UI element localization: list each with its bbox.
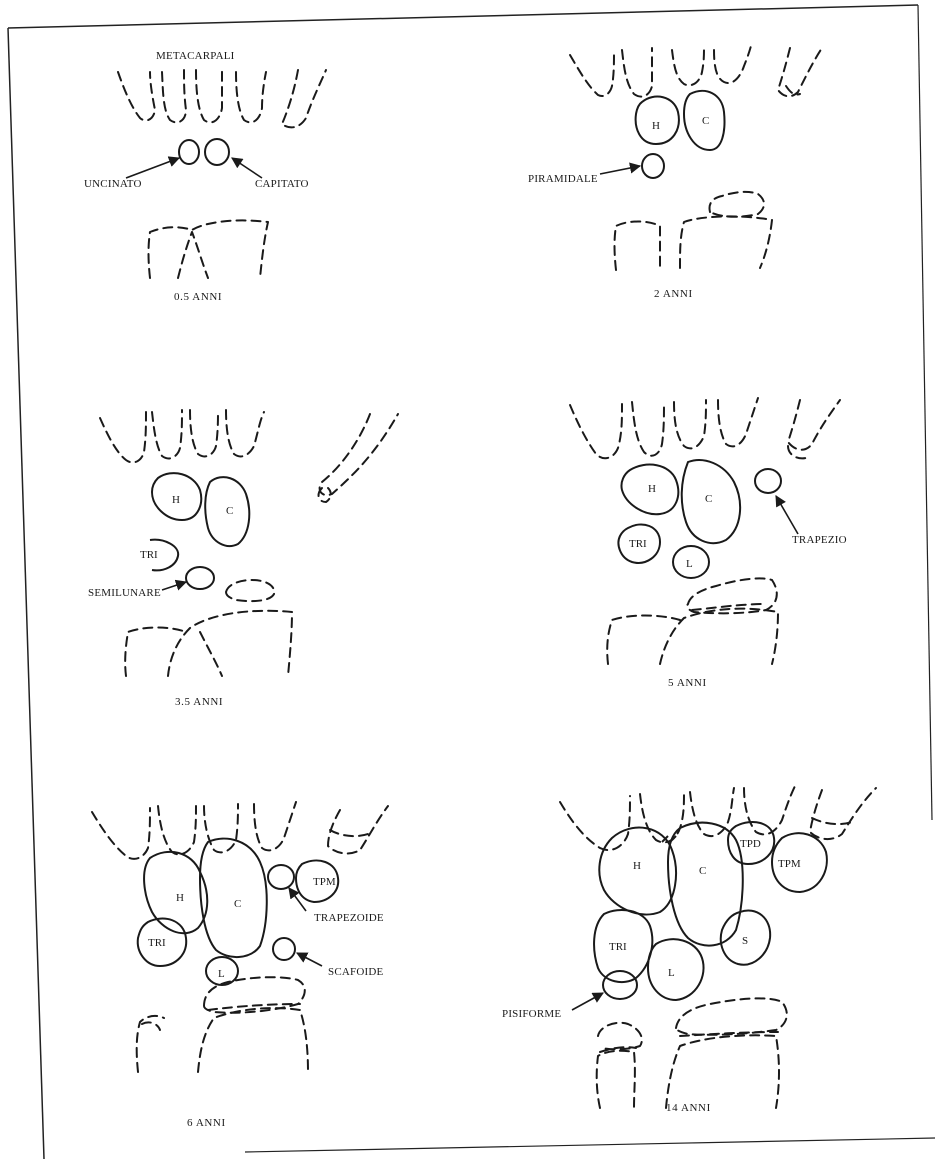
pisiforme-label: PISIFORME — [502, 1008, 561, 1020]
trapezoide-label: TRAPEZOIDE — [314, 912, 384, 924]
carpal-outlines — [594, 822, 827, 1000]
trapezio-arrow — [776, 496, 798, 534]
uncinato-label: UNCINATO — [84, 178, 142, 190]
scafoide-label: SCAFOIDE — [328, 966, 383, 978]
panel-caption-3-5: 3.5 ANNI — [175, 696, 223, 708]
panel-5-label-tri: TRI — [148, 937, 166, 949]
panel-6-years: H C TPM TRI L TRAPEZOIDE SCAFOIDE 6 ANNI — [92, 802, 388, 1129]
forearm-outlines — [597, 998, 787, 1108]
metacarpals-label: METACARPALI — [156, 50, 235, 62]
piramidale-label: PIRAMIDALE — [528, 173, 598, 185]
panel-5-label-c: C — [234, 898, 241, 910]
panel-5-label-l: L — [218, 968, 225, 980]
panel-6-label-l: L — [668, 967, 675, 979]
forearm-outlines — [137, 977, 308, 1072]
capitato-label: CAPITATO — [255, 178, 309, 190]
panel-6-label-tri: TRI — [609, 941, 627, 953]
forearm-outlines — [149, 220, 269, 278]
page-frame — [8, 5, 935, 1159]
panel-6-label-h: H — [633, 860, 641, 872]
metacarpal-outlines — [92, 802, 388, 859]
panel-3-label-h: H — [172, 494, 180, 506]
metacarpal-outlines — [570, 398, 840, 458]
panel-2-label-c: C — [702, 115, 709, 127]
panel-4-label-tri: TRI — [629, 538, 647, 550]
metacarpal-outlines — [570, 42, 822, 97]
panel-6-label-c: C — [699, 865, 706, 877]
panel-caption-2: 2 ANNI — [654, 288, 693, 300]
forearm-outlines — [615, 192, 773, 270]
panel-0-5-years: METACARPALI UNCINATO CAPITATO 0.5 ANNI — [84, 50, 326, 303]
panel-2-label-h: H — [652, 120, 660, 132]
panel-6-label-s: S — [742, 935, 748, 947]
piramidale-arrow — [600, 166, 640, 174]
semilunare-arrow — [162, 582, 186, 590]
panel-2-years: H C PIRAMIDALE 2 ANNI — [528, 42, 822, 300]
forearm-outlines — [607, 578, 778, 664]
capitato-arrow — [232, 158, 262, 178]
panel-3-label-c: C — [226, 505, 233, 517]
carpal-outlines — [150, 473, 249, 589]
panel-3-5-years: H C TRI SEMILUNARE 3.5 ANNI — [88, 410, 398, 708]
semilunare-label: SEMILUNARE — [88, 587, 161, 599]
panel-14-years: H C TPD TPM TRI S L PISIFORME 14 ANNI — [502, 784, 876, 1114]
carpal-outlines — [179, 139, 229, 165]
panel-5-label-tpm: TPM — [313, 876, 336, 888]
panel-6-label-tpd: TPD — [740, 838, 761, 850]
panel-caption-6: 6 ANNI — [187, 1117, 226, 1129]
scafoide-arrow — [297, 953, 322, 966]
metacarpal-outlines — [560, 784, 876, 850]
panel-4-label-h: H — [648, 483, 656, 495]
panel-3-label-tri: TRI — [140, 549, 158, 561]
metacarpal-outlines — [100, 410, 398, 502]
panel-6-label-tpm: TPM — [778, 858, 801, 870]
carpal-outlines — [138, 839, 338, 985]
carpal-outlines — [636, 91, 725, 178]
panel-4-label-c: C — [705, 493, 712, 505]
carpal-outlines — [619, 460, 782, 578]
panel-5-years: H C TRI L TRAPEZIO 5 ANNI — [570, 398, 847, 689]
trapezio-label: TRAPEZIO — [792, 534, 847, 546]
panel-4-label-l: L — [686, 558, 693, 570]
uncinato-arrow — [126, 158, 179, 178]
panel-caption-0-5: 0.5 ANNI — [174, 291, 222, 303]
panel-caption-5: 5 ANNI — [668, 677, 707, 689]
metacarpal-outlines — [118, 70, 326, 127]
pisiforme-arrow — [572, 993, 603, 1010]
trapezoide-arrow — [289, 888, 306, 911]
panel-5-label-h: H — [176, 892, 184, 904]
panel-caption-14: 14 ANNI — [666, 1102, 711, 1114]
